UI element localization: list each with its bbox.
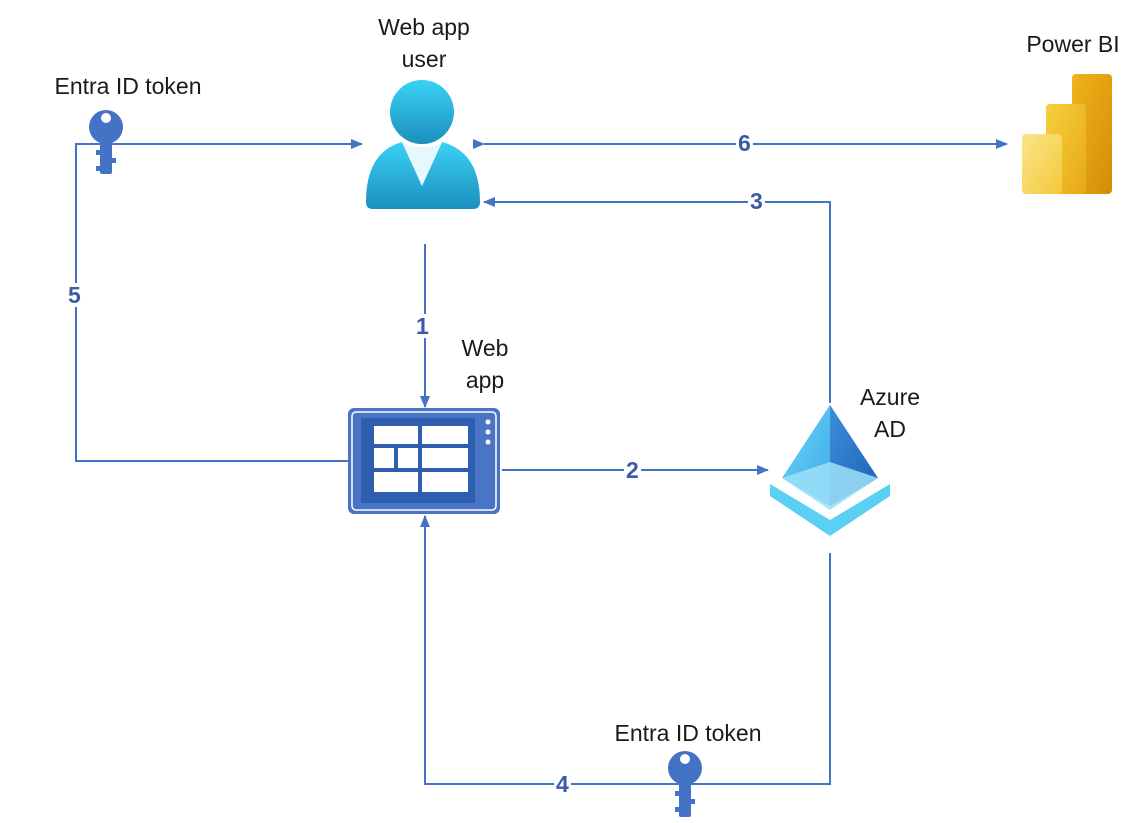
key-icon: [89, 110, 123, 174]
key-icon: [668, 751, 702, 817]
step-5-number: 5: [66, 282, 83, 308]
connector-step-3: [483, 197, 831, 403]
connector-step-5: [75, 139, 363, 462]
user-label-line1: Web app: [378, 14, 470, 40]
step-6-number: 6: [736, 130, 753, 156]
token-label-bottom: Entra ID token: [614, 720, 762, 746]
user-icon: [366, 80, 480, 209]
web-app-label-line2: app: [465, 367, 505, 393]
web-app-label-line1: Web: [461, 335, 509, 361]
token-label-top: Entra ID token: [54, 73, 202, 99]
web-app-label: Web app: [440, 332, 530, 396]
azure-ad-label-line1: Azure: [859, 384, 921, 410]
user-label-line2: user: [401, 46, 447, 72]
azure-ad-label: Azure AD: [840, 381, 940, 445]
power-bi-icon: [1022, 74, 1112, 194]
step-4-number: 4: [554, 771, 571, 797]
web-app-icon: [348, 408, 500, 514]
step-3-number: 3: [748, 188, 765, 214]
azure-ad-icon: [770, 405, 890, 536]
power-bi-label: Power BI: [1026, 31, 1120, 57]
azure-ad-label-line2: AD: [874, 416, 906, 442]
step-1-number: 1: [414, 313, 431, 339]
connector-step-4: [420, 515, 831, 785]
user-label: Web app user: [354, 11, 494, 75]
step-2-number: 2: [624, 457, 641, 483]
